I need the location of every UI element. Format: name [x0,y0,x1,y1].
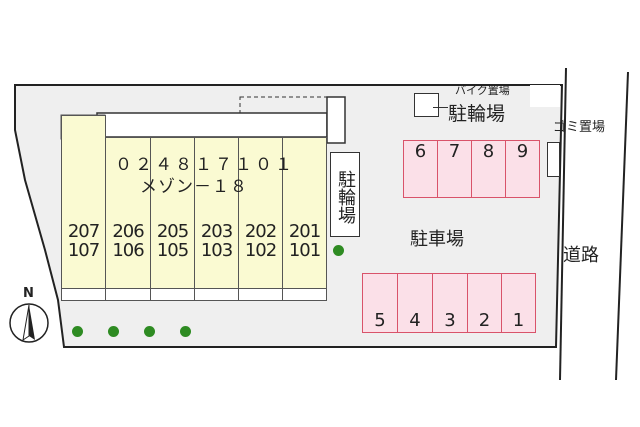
parking-space-4: 4 [397,273,433,333]
balcony [150,288,195,301]
parking-space-8: 8 [471,140,506,198]
unit-number: 103 [200,240,233,261]
compass-north-label: N [23,286,34,301]
unit-number: 106 [112,240,144,261]
bike-parking-label: バイク置場 [455,84,510,97]
parking-space-2: 2 [467,273,502,333]
unit-number: 102 [244,240,277,261]
parking-space-5: 5 [362,273,398,333]
parking-lot-label: 駐車場 [410,229,464,250]
balcony [61,288,106,301]
unit-number: 201 [288,221,321,242]
unit-number: 107 [67,240,100,261]
leader-line [433,107,448,108]
unit-number: 202 [244,221,277,242]
unit-number: 206 [112,221,144,242]
road-label: 道路 [563,245,599,266]
unit-number: 207 [67,221,100,242]
bike-parking-box [414,93,439,117]
garbage-box [547,142,560,177]
balcony [238,288,283,301]
bicycle-parking-label: 駐輪場 [448,103,506,125]
unit-number: 101 [288,240,321,261]
balcony [282,288,327,301]
parking-space-1: 1 [501,273,536,333]
tree-icon [144,326,155,337]
parking-space-3: 3 [432,273,468,333]
tree-icon [72,326,83,337]
garbage-label: ゴミ置場 [553,120,606,135]
bicycle-parking-vertical: 駐輪場 [330,152,360,237]
balcony [194,288,239,301]
tree-icon [108,326,119,337]
parking-space-9: 9 [505,140,540,198]
tree-icon [180,326,191,337]
unit-number: 105 [156,240,189,261]
building-code: ０２４８１７１０１ [115,155,295,175]
unit-number: 203 [200,221,233,242]
parking-space-7: 7 [437,140,472,198]
parking-space-6: 6 [403,140,438,198]
tree-icon [333,245,344,256]
compass-icon [9,303,49,343]
balcony [105,288,151,301]
building-name: メゾン－１８ [140,177,248,197]
unit-number: 205 [156,221,189,242]
